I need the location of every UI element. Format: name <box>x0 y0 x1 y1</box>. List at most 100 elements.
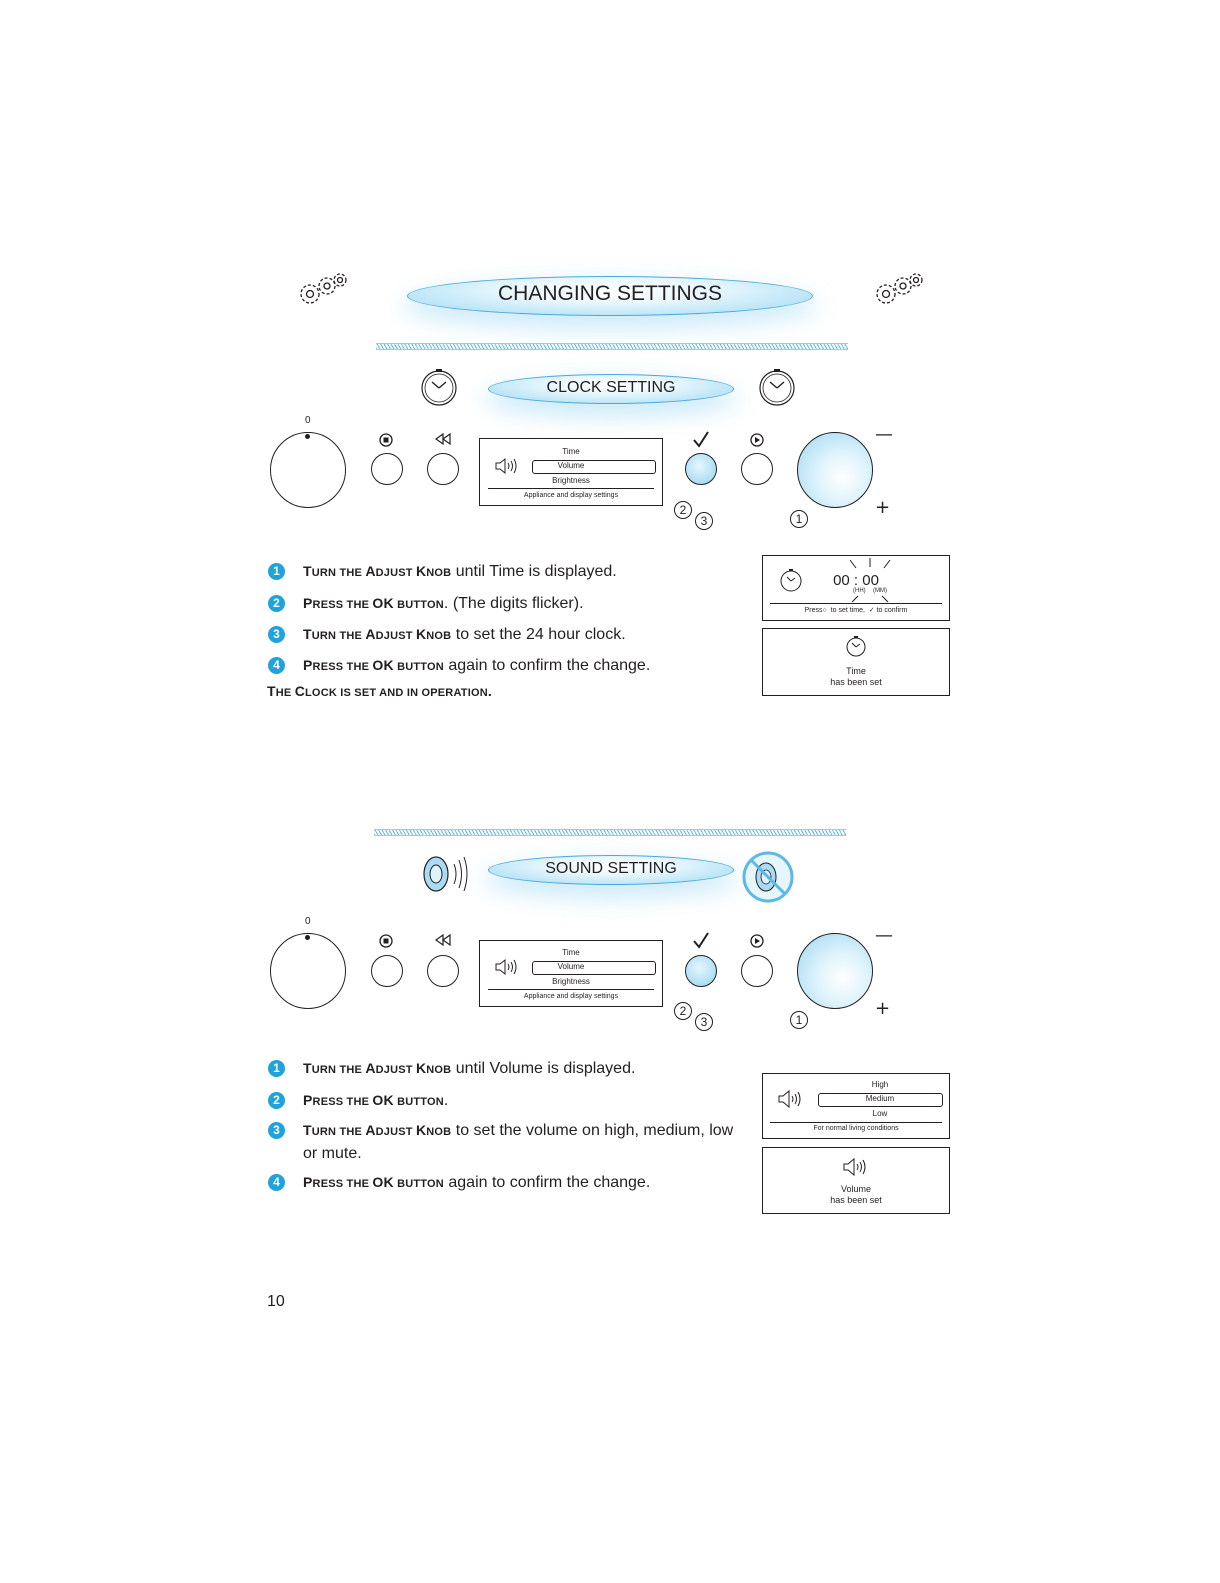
check-icon <box>693 431 709 448</box>
sound-setting-title-text: SOUND SETTING <box>545 860 677 877</box>
volume-set-display: Volume has been set <box>762 1147 950 1214</box>
volume-set-line1: Volume <box>840 1184 872 1194</box>
back-button[interactable] <box>427 453 459 485</box>
start-button[interactable] <box>741 453 773 485</box>
clock-step-2: PRESS THE OK BUTTON. (The digits flicker… <box>303 595 584 612</box>
step-number: 3 <box>268 1122 285 1139</box>
clock-icon <box>846 636 866 657</box>
step-number: 2 <box>268 1092 285 1109</box>
ok-button[interactable] <box>685 453 717 485</box>
step-number: 4 <box>268 657 285 674</box>
function-knob[interactable] <box>270 933 346 1009</box>
callout-2: 2 <box>674 501 692 519</box>
display-rule <box>770 603 942 604</box>
sound-step-1: TURN THE ADJUST KNOB until Volume is dis… <box>303 1060 636 1077</box>
display-item-time: Time <box>562 447 580 456</box>
volume-footer: For normal living conditions <box>813 1125 899 1132</box>
function-knob[interactable] <box>270 432 346 508</box>
back-icon <box>434 933 451 947</box>
volume-medium: Medium <box>865 1094 895 1103</box>
back-icon <box>434 432 451 446</box>
section-divider <box>376 343 848 350</box>
section-divider <box>374 829 846 836</box>
speaker-sound-icon <box>423 856 468 892</box>
minus-label: — <box>875 925 893 946</box>
ok-button[interactable] <box>685 955 717 987</box>
time-set-line1: Time <box>846 666 866 676</box>
speaker-icon <box>495 457 517 475</box>
display-selection-box <box>532 460 656 474</box>
display-selection-box <box>818 1093 943 1107</box>
adjust-knob[interactable] <box>797 432 873 508</box>
clock-hint: Press○ to set time, ✓ to confirm <box>804 607 908 614</box>
back-button[interactable] <box>427 955 459 987</box>
time-set-display: Time has been set <box>762 628 950 696</box>
page-title: CHANGING SETTINGS <box>407 276 813 316</box>
start-button[interactable] <box>741 955 773 987</box>
knob-zero-label: 0 <box>305 916 311 927</box>
knob-indicator-dot <box>305 935 310 940</box>
clock-setting-title-text: CLOCK SETTING <box>546 379 676 396</box>
callout-3: 3 <box>695 512 713 530</box>
plus-label: + <box>875 497 891 518</box>
display-footer: Appliance and display settings <box>523 492 619 499</box>
time-value: 00 : 00 <box>833 572 879 589</box>
callout-3: 3 <box>695 1013 713 1031</box>
knob-zero-label: 0 <box>305 415 311 426</box>
volume-select-display: High Medium Low For normal living condit… <box>762 1073 950 1139</box>
stop-icon <box>379 934 393 948</box>
display-item-volume: Volume <box>557 962 585 971</box>
display-selection-box <box>532 961 656 975</box>
gears-icon <box>300 273 347 304</box>
check-icon <box>693 932 709 949</box>
sound-step-3-cont: or mute. <box>303 1145 362 1162</box>
display-footer: Appliance and display settings <box>523 993 619 1000</box>
mute-icon <box>742 851 794 903</box>
step-number: 2 <box>268 595 285 612</box>
plus-label: + <box>875 998 891 1019</box>
play-icon <box>750 934 764 948</box>
time-set-line2: has been set <box>830 677 882 687</box>
speaker-icon <box>778 1089 801 1109</box>
volume-set-line2: has been set <box>830 1195 882 1205</box>
clock-setting-title: CLOCK SETTING <box>488 374 734 404</box>
clock-step-3: TURN THE ADJUST KNOB to set the 24 hour … <box>303 626 626 643</box>
page-number: 10 <box>267 1293 285 1310</box>
stop-icon <box>379 433 393 447</box>
display-item-brightness: Brightness <box>552 977 590 986</box>
display-rule <box>488 989 654 990</box>
sound-step-4: PRESS THE OK BUTTON again to confirm the… <box>303 1174 651 1191</box>
hh-label: (HH) <box>853 588 866 594</box>
callout-2: 2 <box>674 1002 692 1020</box>
settings-display: Time Volume Brightness Appliance and dis… <box>479 438 663 506</box>
minus-label: — <box>875 424 893 445</box>
speaker-icon <box>495 958 517 976</box>
volume-high: High <box>871 1080 889 1089</box>
stop-button[interactable] <box>371 955 403 987</box>
flicker-marks <box>849 558 891 603</box>
step-number: 1 <box>268 563 285 580</box>
adjust-knob[interactable] <box>797 933 873 1009</box>
volume-low: Low <box>872 1109 888 1118</box>
clock-result: THE CLOCK IS SET AND IN OPERATION. <box>267 683 492 699</box>
knob-indicator-dot <box>305 434 310 439</box>
step-number: 1 <box>268 1060 285 1077</box>
clock-step-4: PRESS THE OK BUTTON again to confirm the… <box>303 657 651 674</box>
sound-setting-title: SOUND SETTING <box>488 855 734 885</box>
display-rule <box>488 488 654 489</box>
play-icon <box>750 433 764 447</box>
settings-display: Time Volume Brightness Appliance and dis… <box>479 940 663 1007</box>
display-item-time: Time <box>562 948 580 957</box>
speaker-icon <box>843 1157 866 1177</box>
clock-icon <box>759 369 795 406</box>
mm-label: (MM) <box>873 588 887 594</box>
callout-1: 1 <box>790 1011 808 1029</box>
page-title-text: CHANGING SETTINGS <box>497 282 723 305</box>
display-rule <box>770 1122 942 1123</box>
clock-icon <box>780 569 802 592</box>
display-item-volume: Volume <box>557 461 585 470</box>
clock-icon <box>421 369 457 406</box>
stop-button[interactable] <box>371 453 403 485</box>
display-item-brightness: Brightness <box>552 476 590 485</box>
gears-icon <box>876 273 923 304</box>
